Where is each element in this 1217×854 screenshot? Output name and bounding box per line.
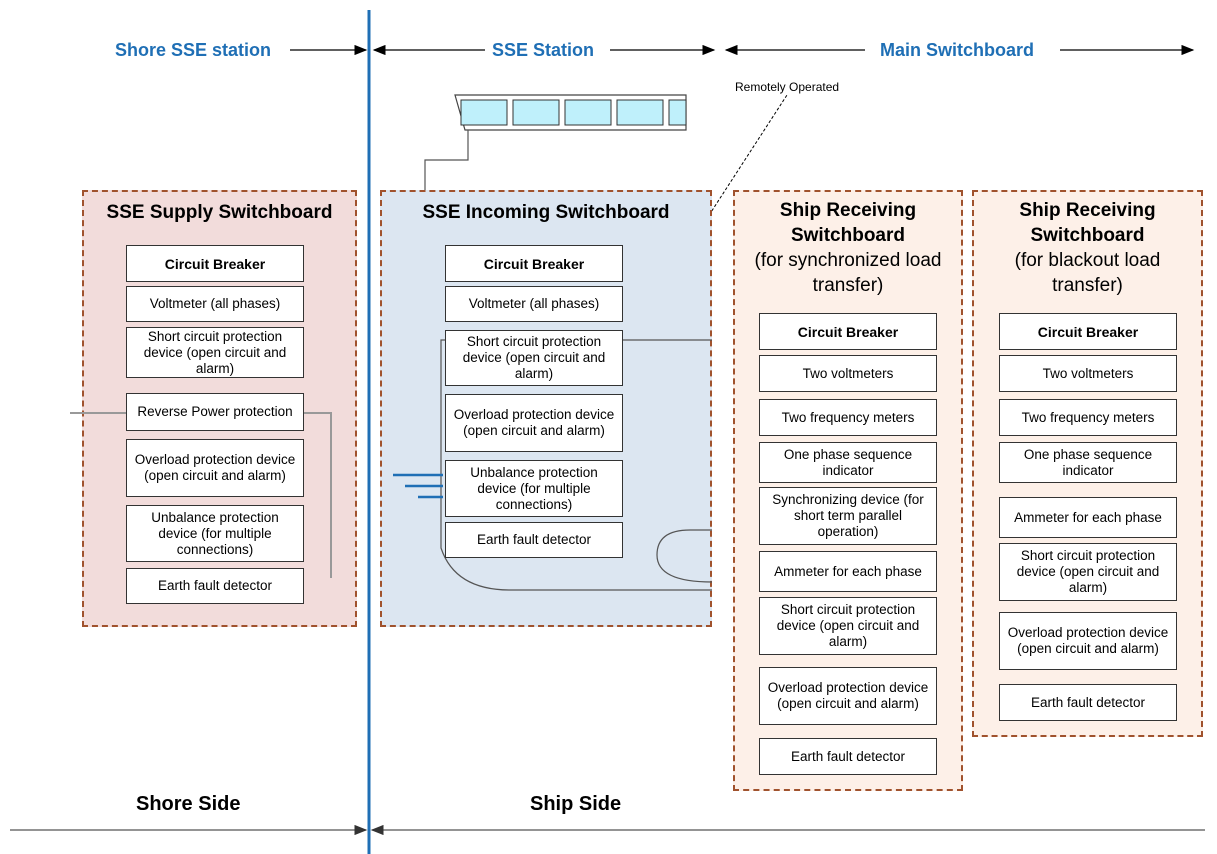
- blackout-earth-fault-detector: Earth fault detector: [999, 684, 1177, 721]
- sync-earth-fault-detector: Earth fault detector: [759, 738, 937, 775]
- header-sse-station: SSE Station: [492, 40, 595, 60]
- panel-title: Ship Receiving Switchboard (for blackout…: [1014, 200, 1161, 296]
- sync-two-voltmeters: Two voltmeters: [759, 355, 937, 392]
- blackout-short-circuit-protection: Short circuit protection device (open ci…: [999, 543, 1177, 601]
- incoming-short-circuit-protection: Short circuit protection device (open ci…: [445, 330, 623, 386]
- panel-title: Ship Receiving Switchboard (for synchron…: [754, 200, 942, 296]
- blackout-overload-protection: Overload protection device (open circuit…: [999, 612, 1177, 670]
- sync-two-frequency-meters: Two frequency meters: [759, 399, 937, 436]
- sync-circuit-breaker: Circuit Breaker: [759, 313, 937, 350]
- panel-title: SSE Incoming Switchboard: [422, 202, 670, 223]
- supply-short-circuit-protection: Short circuit protection device (open ci…: [126, 327, 304, 378]
- supply-earth-fault-detector: Earth fault detector: [126, 568, 304, 604]
- remotely-operated-label: Remotely Operated: [735, 80, 840, 94]
- ship-side-label: Ship Side: [530, 793, 622, 815]
- sync-synchronizing-device: Synchronizing device (for short term par…: [759, 487, 937, 545]
- blackout-two-frequency-meters: Two frequency meters: [999, 399, 1177, 436]
- supply-voltmeter: Voltmeter (all phases): [126, 286, 304, 322]
- sync-short-circuit-protection: Short circuit protection device (open ci…: [759, 597, 937, 655]
- header-shore-sse-station: Shore SSE station: [115, 40, 272, 60]
- incoming-overload-protection: Overload protection device (open circuit…: [445, 394, 623, 452]
- incoming-earth-fault-detector: Earth fault detector: [445, 522, 623, 558]
- incoming-unbalance-protection: Unbalance protection device (for multipl…: [445, 460, 623, 517]
- sync-phase-sequence-indicator: One phase sequence indicator: [759, 442, 937, 483]
- incoming-voltmeter: Voltmeter (all phases): [445, 286, 623, 322]
- ship-bulb: [656, 529, 713, 583]
- supply-reverse-power-protection: Reverse Power protection: [126, 393, 304, 431]
- blackout-two-voltmeters: Two voltmeters: [999, 355, 1177, 392]
- panel-title: SSE Supply Switchboard: [106, 202, 333, 223]
- supply-circuit-breaker: Circuit Breaker: [126, 245, 304, 282]
- sync-overload-protection: Overload protection device (open circuit…: [759, 667, 937, 725]
- header-main-switchboard: Main Switchboard: [880, 40, 1035, 60]
- blackout-ammeter-each-phase: Ammeter for each phase: [999, 497, 1177, 538]
- ship-hull: [440, 339, 712, 591]
- shore-side-label: Shore Side: [136, 793, 241, 815]
- blackout-phase-sequence-indicator: One phase sequence indicator: [999, 442, 1177, 483]
- sync-ammeter-each-phase: Ammeter for each phase: [759, 551, 937, 592]
- supply-unbalance-protection: Unbalance protection device (for multipl…: [126, 505, 304, 562]
- blackout-circuit-breaker: Circuit Breaker: [999, 313, 1177, 350]
- incoming-circuit-breaker: Circuit Breaker: [445, 245, 623, 282]
- supply-overload-protection: Overload protection device (open circuit…: [126, 439, 304, 497]
